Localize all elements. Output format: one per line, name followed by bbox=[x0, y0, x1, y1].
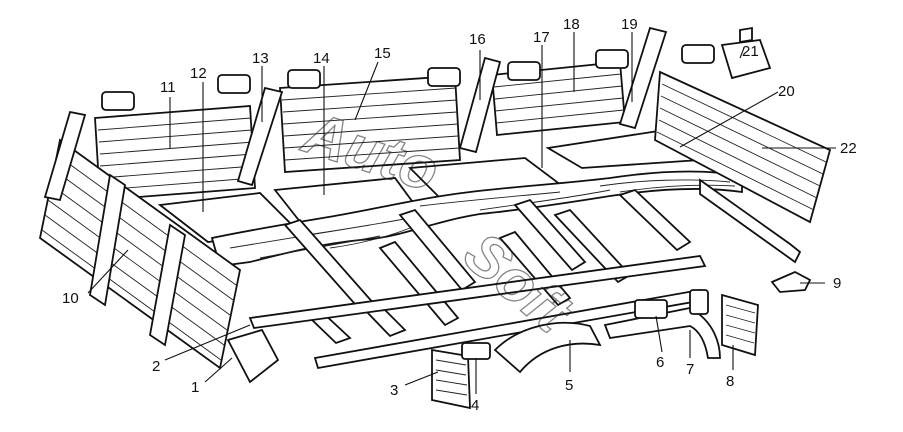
long-rail-front bbox=[248, 255, 707, 329]
callout-12: 12 bbox=[190, 65, 207, 82]
hinge-21 bbox=[720, 26, 772, 80]
post-19 bbox=[618, 26, 668, 130]
callout-4: 4 bbox=[471, 397, 479, 414]
callout-labels: 1 2 3 4 5 6 7 8 9 10 11 12 13 14 15 16 1… bbox=[62, 16, 857, 414]
callout-5: 5 bbox=[565, 377, 573, 394]
hinge-brackets bbox=[101, 44, 715, 111]
mudguard-5 bbox=[493, 321, 602, 374]
callout-17: 17 bbox=[533, 29, 550, 46]
callout-9: 9 bbox=[833, 275, 841, 292]
callout-15: 15 bbox=[374, 45, 391, 62]
callout-13: 13 bbox=[252, 50, 269, 67]
callout-3: 3 bbox=[390, 382, 398, 399]
callout-7: 7 bbox=[686, 361, 694, 378]
callout-21: 21 bbox=[742, 43, 759, 60]
post-16 bbox=[458, 56, 502, 154]
long-rail-right bbox=[699, 178, 802, 264]
mudflap-8 bbox=[721, 293, 759, 357]
callout-11: 11 bbox=[160, 79, 176, 96]
callout-16: 16 bbox=[469, 31, 486, 48]
callout-18: 18 bbox=[563, 16, 580, 33]
mudguard-7 bbox=[603, 289, 721, 359]
callout-2: 2 bbox=[152, 358, 160, 375]
callout-8: 8 bbox=[726, 373, 734, 390]
bracket-6 bbox=[634, 299, 668, 319]
callout-10: 10 bbox=[62, 290, 79, 307]
bracket-1 bbox=[226, 328, 280, 384]
leader-lines bbox=[87, 32, 836, 394]
corner-post-left bbox=[43, 110, 87, 202]
mudflap-3 bbox=[431, 348, 471, 410]
callout-20: 20 bbox=[778, 83, 795, 100]
callout-1: 1 bbox=[191, 379, 199, 396]
callout-14: 14 bbox=[313, 50, 330, 67]
bracket-4 bbox=[461, 342, 491, 360]
callout-22: 22 bbox=[840, 140, 857, 157]
callout-19: 19 bbox=[621, 16, 638, 33]
side-panel-10 bbox=[39, 138, 241, 370]
side-panel-22 bbox=[654, 70, 832, 224]
callout-6: 6 bbox=[656, 354, 664, 371]
side-panel-15 bbox=[279, 75, 461, 173]
post-13 bbox=[236, 86, 284, 187]
bracket-9 bbox=[770, 271, 812, 293]
